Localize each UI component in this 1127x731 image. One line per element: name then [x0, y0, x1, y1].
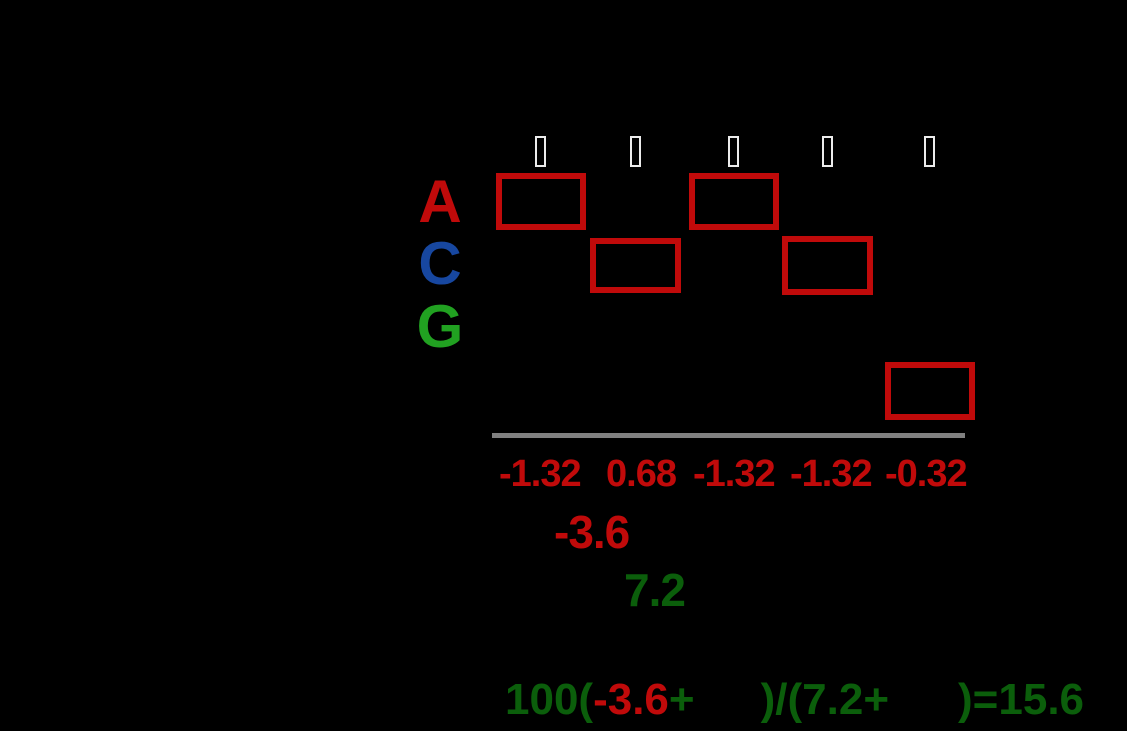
row-label-g: G: [416, 293, 464, 360]
formula-close-equals: )=: [958, 675, 999, 724]
formula-denominator: 7.2: [802, 675, 864, 724]
row-label-c: C: [418, 230, 462, 297]
position-score-4: -1.32: [790, 453, 873, 495]
formula-divide: )/(: [760, 675, 803, 724]
formula-plus-1: +: [668, 675, 695, 724]
highlight-box-pos5: [885, 362, 975, 420]
formula-sum-value: -3.6: [593, 675, 669, 724]
score-denominator: 7.2: [624, 564, 686, 616]
highlight-box-pos3: [689, 173, 779, 230]
formula-plus-2: +: [863, 675, 890, 724]
percent-score-formula: 100( -3.6 + )/( 7.2 + )= 15.6: [505, 675, 1084, 725]
row-label-a: A: [418, 168, 462, 235]
missing-glyph-box: [822, 136, 833, 167]
position-score-1: -1.32: [499, 453, 582, 495]
sum-divider-line: [492, 433, 965, 438]
highlight-box-pos4: [782, 236, 873, 295]
missing-glyph-box: [924, 136, 935, 167]
position-score-2: 0.68: [606, 453, 677, 495]
missing-glyph-box: [535, 136, 546, 167]
position-score-5: -0.32: [885, 453, 968, 495]
highlight-box-pos2: [590, 238, 681, 293]
formula-prefix: 100(: [505, 675, 594, 724]
highlight-box-pos1: [496, 173, 586, 230]
score-sum: -3.6: [554, 506, 630, 558]
position-score-3: -1.32: [693, 453, 776, 495]
formula-result: 15.6: [998, 675, 1085, 724]
missing-glyph-box: [728, 136, 739, 167]
missing-glyph-box: [630, 136, 641, 167]
